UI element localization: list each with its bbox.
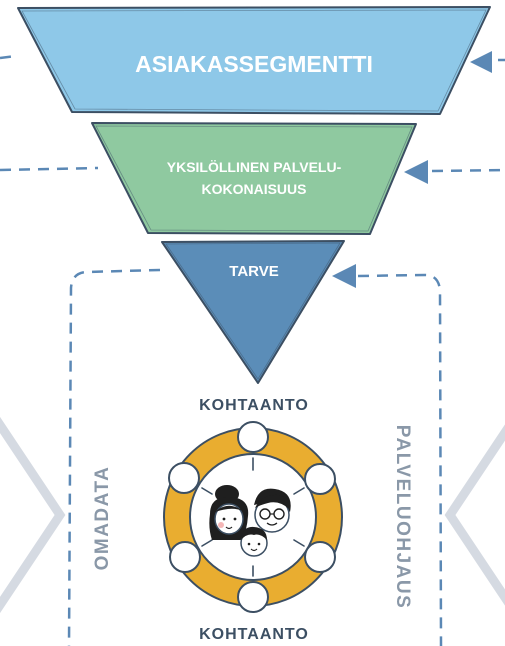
side-label-omadata: OMADATA [92,466,113,571]
encounter-ring [163,421,343,613]
chevron-right-icon [444,424,505,606]
dashed-loop-left [67,268,161,646]
seat-top-right [304,463,336,495]
seat-bottom-right [304,541,336,573]
seat-bottom-left [169,541,201,573]
funnel-label-palvelu-line1: YKSILÖLLINEN PALVELU- [167,159,342,175]
funnel-level-palvelukokonaisuus [91,122,417,235]
side-label-palveluohjaus: PALVELUOHJAUS [392,425,413,610]
seat-bottom [237,581,269,613]
arrow-left-icon [470,51,492,73]
seat-top [237,421,269,453]
dashed-connector-middle [0,166,505,173]
seat-top-left [168,462,200,494]
encounter-label-bottom: KOHTAANTO [199,626,309,643]
funnel-level-tarve [161,240,345,384]
dashed-loop-right [357,273,443,646]
funnel-label-asiakassegmentti: ASIAKASSEGMENTTI [135,51,373,77]
arrow-left-icon [332,264,356,288]
chevron-left-icon [0,416,66,614]
funnel-level-asiakassegmentti [17,6,491,115]
arrow-left-icon [404,160,428,184]
family-icon [209,485,291,557]
funnel-label-tarve: TARVE [229,263,278,280]
funnel-label-palvelu-line2: KOKONAISUUS [201,181,306,197]
dashed-connector-top [0,54,505,62]
encounter-label-top: KOHTAANTO [199,397,309,414]
